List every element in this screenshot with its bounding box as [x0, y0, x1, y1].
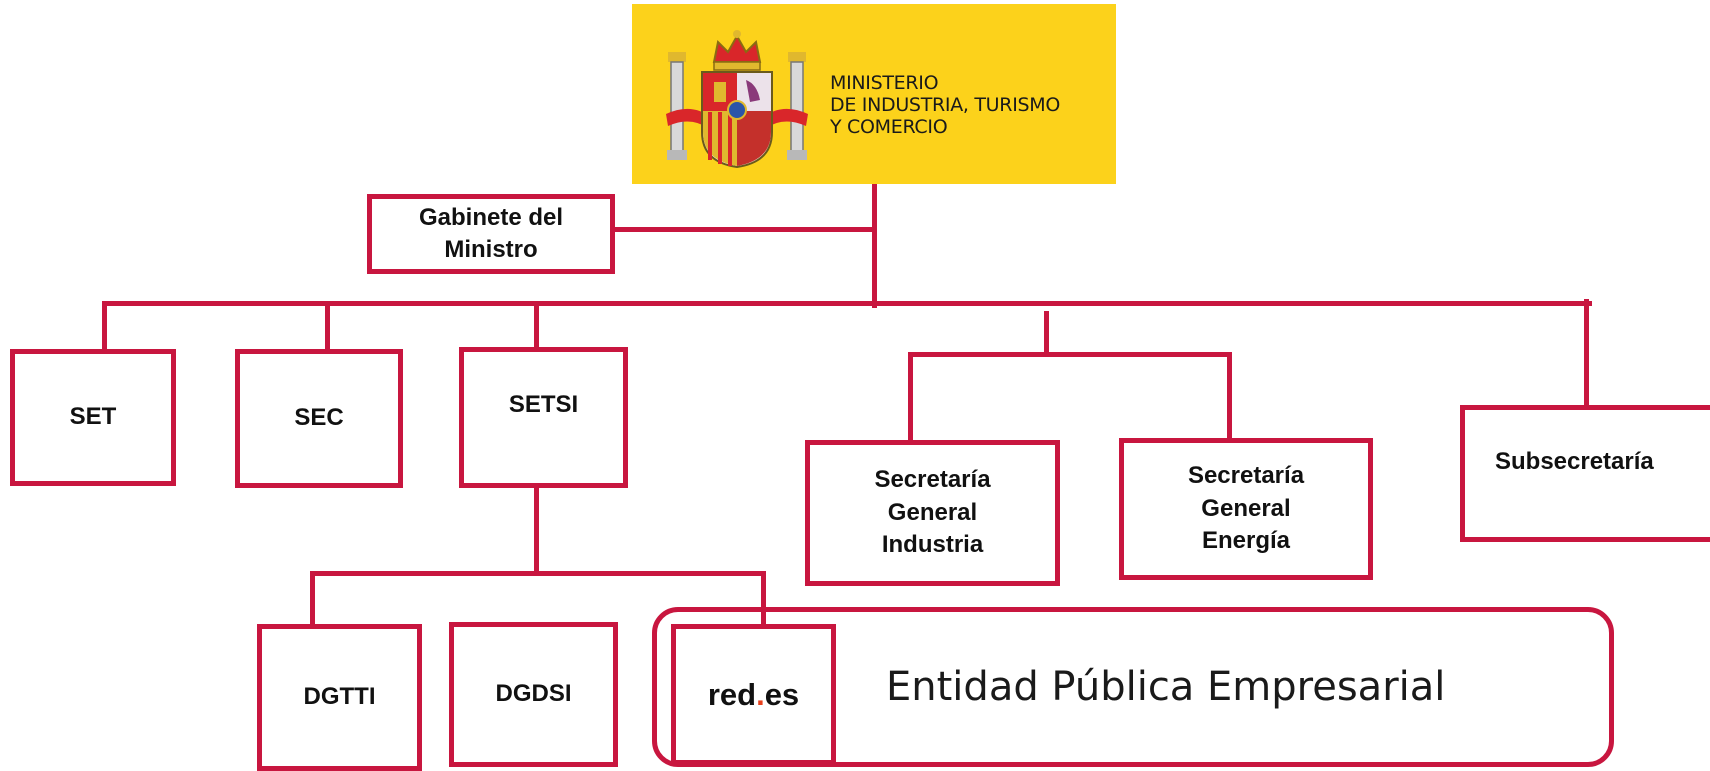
connector-sg-branch — [1044, 311, 1049, 354]
connector-redes — [761, 571, 766, 626]
connector-setsi-bus — [310, 571, 766, 576]
logo-line-2: DE INDUSTRIA, TURISMO — [830, 94, 1061, 116]
connector-setsi — [534, 301, 539, 349]
setsi-label: SETSI — [508, 391, 579, 419]
sg-industria-box: Secretaría General Industria — [805, 440, 1060, 586]
gabinete-line-2: Ministro — [444, 236, 538, 263]
redes-dot: . — [756, 676, 765, 712]
connector-set — [102, 301, 107, 351]
connector-setsi-down — [534, 486, 539, 574]
connector-sg-energia — [1227, 352, 1232, 440]
dgdsi-box: DGDSI — [449, 622, 618, 767]
gabinete-line-1: Gabinete del — [418, 203, 564, 231]
sg-energia-line-1: Secretaría — [1187, 462, 1305, 490]
dgtti-label: DGTTI — [303, 683, 376, 711]
dgdsi-label: DGDSI — [495, 680, 572, 708]
connector-sg-industria — [908, 352, 913, 442]
sg-energia-box: Secretaría General Energía — [1119, 438, 1373, 580]
connector-sec — [325, 301, 330, 351]
sec-box: SEC — [235, 349, 403, 488]
subsecretaria-label: Subsecretaría — [1495, 448, 1654, 476]
sec-label: SEC — [294, 404, 344, 432]
connector-logo-trunk — [872, 184, 877, 308]
redes-label: red.es — [708, 674, 799, 716]
set-label: SET — [69, 403, 117, 431]
logo-line-3: Y COMERCIO — [830, 116, 948, 138]
ministry-logo: MINISTERIO DE INDUSTRIA, TURISMO Y COMER… — [632, 4, 1116, 184]
sg-energia-line-3: Energía — [1201, 527, 1291, 555]
connector-sg-bus — [908, 352, 1232, 357]
sg-energia-line-2: General — [1201, 494, 1291, 522]
sg-industria-line-3: Industria — [881, 531, 984, 559]
sg-industria-line-1: Secretaría — [874, 466, 991, 494]
coat-of-arms-icon — [666, 30, 808, 169]
connector-gabinete — [612, 227, 874, 232]
set-box: SET — [10, 349, 176, 486]
dgtti-box: DGTTI — [257, 624, 422, 771]
setsi-box: SETSI — [459, 347, 628, 488]
redes-box: red.es — [671, 624, 836, 765]
sg-industria-line-2: General — [887, 498, 978, 526]
connector-subsecretaria — [1584, 299, 1589, 407]
redes-entity-outline — [652, 607, 1614, 767]
logo-text: MINISTERIO DE INDUSTRIA, TURISMO Y COMER… — [830, 72, 1060, 138]
redes-part1: red — [707, 676, 757, 712]
subsecretaria-box: Subsecretaría — [1460, 405, 1710, 542]
redes-part2: es — [764, 676, 800, 712]
logo-line-1: MINISTERIO — [830, 72, 939, 94]
gabinete-box: Gabinete del Ministro — [367, 194, 615, 274]
connector-main-bus — [102, 301, 1592, 306]
entity-description: Entidad Pública Empresarial — [886, 664, 1446, 710]
connector-dgtti — [310, 571, 315, 626]
